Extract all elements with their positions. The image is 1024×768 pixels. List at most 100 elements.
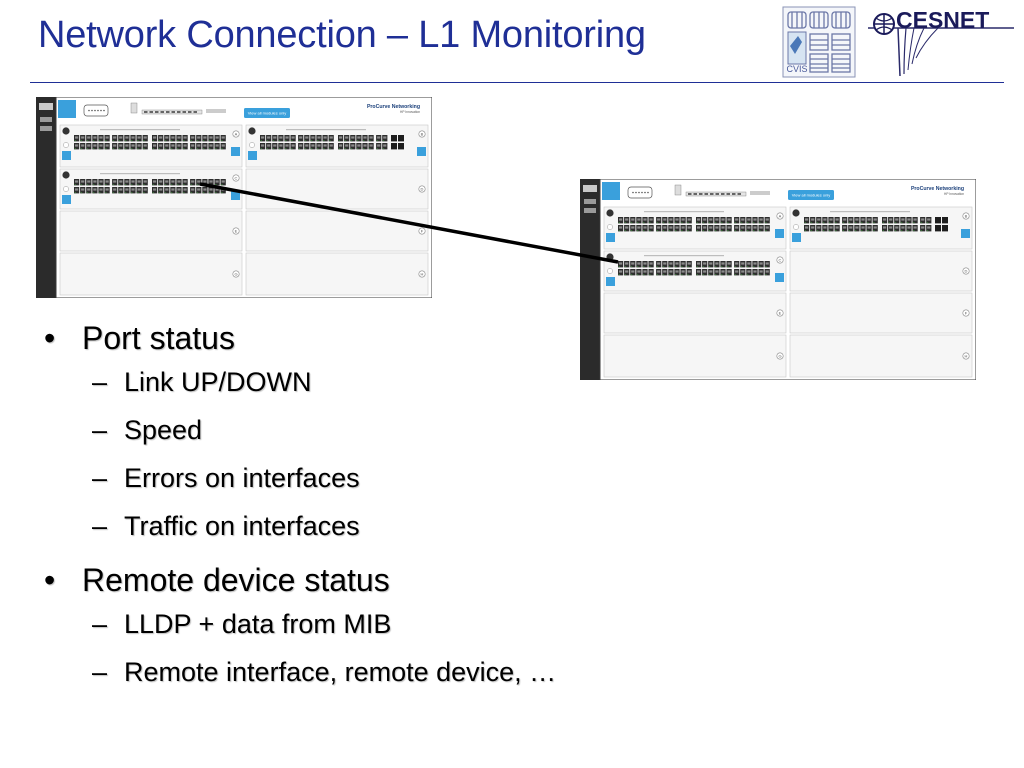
sub-bullet-label: Link UP/DOWN bbox=[124, 367, 312, 397]
sfp-port-icon bbox=[391, 143, 397, 150]
module-grid: A B C D E F G H bbox=[603, 206, 973, 378]
slot-letter-icon bbox=[776, 352, 784, 360]
switch-module bbox=[789, 250, 973, 292]
dash: – bbox=[92, 511, 108, 541]
switch-module bbox=[603, 292, 787, 334]
slot-letter: D bbox=[421, 186, 424, 191]
console-port-icon bbox=[627, 186, 653, 199]
hp-logo-icon bbox=[606, 209, 614, 217]
slot-letter-icon bbox=[232, 270, 240, 278]
hp-logo-icon bbox=[62, 171, 70, 179]
slot-letter-icon bbox=[962, 212, 970, 220]
view-all-modules-button: View all modules only bbox=[244, 108, 290, 118]
sub-bullet-item: – Speed bbox=[40, 406, 556, 454]
procurve-brand: ProCurve Networking bbox=[911, 186, 964, 192]
slot-letter-icon bbox=[776, 256, 784, 264]
hp-logo-icon bbox=[248, 127, 256, 135]
chassis-side-panel bbox=[36, 97, 56, 298]
slot-letter: B bbox=[965, 213, 968, 218]
slide-title: Network Connection – L1 Monitoring bbox=[38, 14, 646, 56]
sub-bullet-item: – LLDP + data from MIB bbox=[40, 600, 556, 648]
switch-module bbox=[789, 334, 973, 378]
slot-letter-icon bbox=[418, 130, 426, 138]
dash: – bbox=[92, 367, 108, 397]
sub-bullet-label: LLDP + data from MIB bbox=[124, 609, 392, 639]
switch-module bbox=[245, 168, 429, 210]
sfp-port-icon bbox=[942, 225, 948, 232]
view-all-modules-label: View all modules only bbox=[792, 193, 830, 198]
hp-logo-icon bbox=[792, 209, 800, 217]
slot-letter-icon bbox=[962, 352, 970, 360]
slot-letter: F bbox=[965, 310, 968, 315]
slot-letter: B bbox=[421, 131, 424, 136]
sub-bullet-item: – Remote interface, remote device, … bbox=[40, 648, 556, 696]
bullet-dot: • bbox=[44, 320, 56, 356]
switch-screenshot-left: View all modules only ProCurve Networking… bbox=[36, 97, 432, 298]
slot-letter: G bbox=[778, 353, 781, 358]
sub-bullet-label: Errors on interfaces bbox=[124, 463, 360, 493]
slot-letter-icon bbox=[776, 212, 784, 220]
slot-letter: A bbox=[779, 213, 782, 218]
cvis-logo-text: CVIS bbox=[786, 64, 807, 74]
slot-letter: A bbox=[235, 131, 238, 136]
slot-letter-icon bbox=[232, 130, 240, 138]
sfp-port-icon bbox=[942, 217, 948, 224]
switch-module bbox=[245, 210, 429, 252]
chassis-header: View all modules only ProCurve Networking… bbox=[58, 100, 420, 118]
slot-letter-icon bbox=[962, 267, 970, 275]
sub-bullet-label: Traffic on interfaces bbox=[124, 511, 360, 541]
slot-letter: E bbox=[779, 310, 782, 315]
slot-letter-icon bbox=[962, 309, 970, 317]
sfp-port-icon bbox=[935, 225, 941, 232]
sub-bullet-label: Remote interface, remote device, … bbox=[124, 657, 557, 687]
view-all-modules-label: View all modules only bbox=[248, 111, 286, 116]
switch-module bbox=[59, 210, 243, 252]
bullet-item: • Port status bbox=[40, 318, 556, 358]
slot-letter-icon bbox=[776, 309, 784, 317]
switch-module bbox=[789, 292, 973, 334]
slot-letter: G bbox=[234, 271, 237, 276]
procurve-brand-sub: HP Innovation bbox=[944, 192, 964, 196]
sub-bullet-label: Speed bbox=[124, 415, 203, 445]
view-all-modules-button: View all modules only bbox=[788, 190, 834, 200]
sfp-port-icon bbox=[398, 135, 404, 142]
switch-module bbox=[59, 252, 243, 296]
hp-logo-icon bbox=[606, 253, 614, 261]
switch-chassis: View all modules only ProCurve Networking… bbox=[36, 97, 432, 298]
switch-chassis: View all modules only ProCurve Networking… bbox=[580, 179, 976, 380]
title-rule bbox=[30, 82, 1004, 83]
switch-module bbox=[603, 334, 787, 378]
cesnet-logo-text: CESNET bbox=[896, 7, 989, 33]
dash: – bbox=[92, 415, 108, 445]
dash: – bbox=[92, 657, 108, 687]
bullet-label: Remote device status bbox=[82, 562, 390, 598]
slot-letter-icon bbox=[232, 174, 240, 182]
slot-letter: E bbox=[235, 228, 238, 233]
bullet-dot: • bbox=[44, 562, 56, 598]
slot-letter: D bbox=[965, 268, 968, 273]
slot-letter: C bbox=[235, 175, 238, 180]
procurve-brand: ProCurve Networking bbox=[367, 104, 420, 110]
sub-bullet-item: – Link UP/DOWN bbox=[40, 358, 556, 406]
switch-screenshot-right: View all modules only ProCurve Networking… bbox=[580, 179, 976, 380]
sub-bullet-item: – Errors on interfaces bbox=[40, 454, 556, 502]
bullet-list: • Port status – Link UP/DOWN – Speed – E… bbox=[40, 318, 556, 696]
bullet-item: • Remote device status bbox=[40, 560, 556, 600]
slot-letter-icon bbox=[418, 270, 426, 278]
cvis-logo: CVIS bbox=[782, 6, 856, 78]
switch-module bbox=[245, 252, 429, 296]
hp-logo-icon bbox=[62, 127, 70, 135]
bullet-label: Port status bbox=[82, 320, 235, 356]
sfp-port-icon bbox=[398, 143, 404, 150]
slot-letter: H bbox=[965, 353, 968, 358]
sfp-port-icon bbox=[935, 217, 941, 224]
console-port-icon bbox=[83, 104, 109, 117]
slot-letter: H bbox=[421, 271, 424, 276]
cesnet-logo: CESNET bbox=[864, 6, 1020, 77]
dash: – bbox=[92, 463, 108, 493]
sub-bullet-item: – Traffic on interfaces bbox=[40, 502, 556, 550]
procurve-brand-sub: HP Innovation bbox=[400, 110, 420, 114]
dash: – bbox=[92, 609, 108, 639]
slot-letter: C bbox=[779, 257, 782, 262]
sfp-port-icon bbox=[391, 135, 397, 142]
